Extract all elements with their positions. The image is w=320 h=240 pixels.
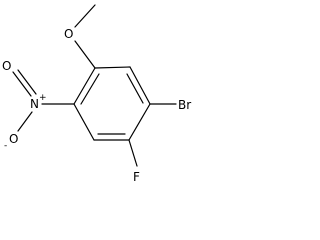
structure-canvas: O N + O O - Br F [0, 0, 203, 185]
nitro-top-oxygen-label: O [2, 59, 11, 73]
fluorine-label: F [133, 170, 140, 184]
molecule-structure: O N + O O - Br F [2, 4, 191, 184]
nitro-nitrogen-label: N [30, 97, 39, 111]
nitro-bottom-oxygen-charge: - [4, 141, 7, 151]
nitro-nitrogen-charge: + [39, 93, 47, 103]
bond-c1-methoxy-o [74, 40, 96, 69]
bond-nitro-n-o-top-double [17, 69, 37, 95]
bond-methoxy-o-ch3 [74, 4, 96, 28]
ring-bond-c2-c3 [129, 66, 151, 105]
bond-nitro-n-o-bottom [17, 111, 33, 132]
nitro-bottom-oxygen-label: O [9, 132, 18, 146]
ring-bond-c6-c1 [73, 67, 96, 105]
ring-bond-c2-c3-inner [126, 73, 144, 104]
bromine-label: Br [178, 98, 191, 112]
methoxy-oxygen-label: O [64, 27, 73, 41]
ring-bond-c6-c1-inner [80, 73, 100, 105]
ring-bond-c3-c4 [128, 103, 151, 141]
ring-bond-c1-c2 [94, 66, 131, 69]
ring-bond-c5-c6 [73, 103, 95, 141]
bond-c4-fluorine [128, 139, 138, 167]
bond-nitro-n-o-top [12, 71, 32, 97]
